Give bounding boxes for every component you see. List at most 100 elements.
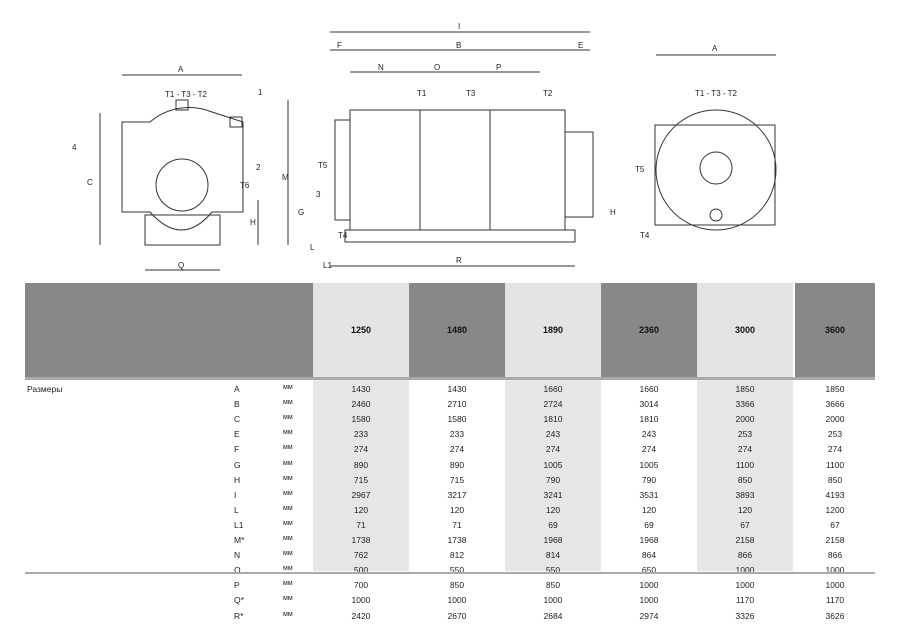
cell-value: 71 xyxy=(452,519,462,530)
cell-value: 1660 xyxy=(543,384,563,394)
svg-text:T1 - T3 - T2: T1 - T3 - T2 xyxy=(165,90,207,99)
cell-value: 274 xyxy=(641,444,657,455)
unit-label: мм xyxy=(283,399,293,407)
svg-text:A: A xyxy=(712,44,718,53)
svg-text:R: R xyxy=(456,256,462,265)
unit-label: мм xyxy=(283,519,293,527)
cell-value: 715 xyxy=(449,474,465,485)
cell-value: 550 xyxy=(545,565,561,576)
cell-value: 2158 xyxy=(735,535,755,545)
param-label: O xyxy=(234,565,241,576)
header-model: 1480 xyxy=(409,283,505,377)
cell-value: 71 xyxy=(356,519,366,530)
cell-value: 1000 xyxy=(825,565,845,576)
cell-value: 2158 xyxy=(825,535,845,545)
svg-text:T5: T5 xyxy=(318,161,328,170)
header-model: 3000 xyxy=(697,283,793,377)
unit-label: мм xyxy=(283,474,293,482)
cell-value: 2000 xyxy=(735,414,755,425)
cell-value: 2710 xyxy=(447,399,467,410)
cell-value: 1170 xyxy=(825,595,845,606)
cell-value: 850 xyxy=(827,474,843,485)
cell-value: 3626 xyxy=(825,610,845,621)
svg-text:H: H xyxy=(610,208,616,217)
cell-value: 1005 xyxy=(639,459,659,470)
cell-value: 500 xyxy=(353,565,369,576)
param-label: C xyxy=(234,414,241,425)
unit-label: мм xyxy=(283,550,293,558)
cell-value: 1000 xyxy=(735,565,755,576)
cell-value: 1100 xyxy=(825,459,845,470)
cell-value: 812 xyxy=(449,550,465,561)
svg-text:G: G xyxy=(298,208,304,217)
param-label: L1 xyxy=(234,519,244,530)
cell-value: 890 xyxy=(449,459,465,470)
cell-value: 120 xyxy=(353,504,369,515)
cell-value: 3366 xyxy=(735,399,755,410)
cell-value: 3217 xyxy=(447,489,467,500)
param-label: R* xyxy=(234,610,244,621)
cell-value: 700 xyxy=(353,580,369,591)
cell-value: 1000 xyxy=(735,580,755,591)
cell-value: 2967 xyxy=(351,489,371,500)
cell-value: 715 xyxy=(353,474,369,485)
param-label: I xyxy=(234,489,237,500)
cell-value: 650 xyxy=(641,565,657,576)
cell-value: 120 xyxy=(449,504,465,515)
cell-value: 3893 xyxy=(735,489,755,500)
svg-text:F: F xyxy=(337,41,342,50)
cell-value: 850 xyxy=(545,580,561,591)
cell-value: 3326 xyxy=(735,610,755,621)
svg-text:L1: L1 xyxy=(323,261,332,270)
svg-text:T4: T4 xyxy=(640,231,650,240)
cell-value: 1430 xyxy=(351,384,371,394)
cell-value: 67 xyxy=(830,519,840,530)
header-model: 2360 xyxy=(601,283,697,377)
svg-text:1: 1 xyxy=(258,88,263,97)
cell-value: 253 xyxy=(737,429,753,440)
cell-value: 274 xyxy=(449,444,465,455)
cell-value: 790 xyxy=(545,474,561,485)
svg-text:H: H xyxy=(250,218,256,227)
header-model: 3600 xyxy=(795,283,875,377)
svg-text:T2: T2 xyxy=(543,89,553,98)
front-view-drawing: A T1 - T3 - T2 T5 T4 xyxy=(635,44,777,240)
header-model: 1250 xyxy=(313,283,409,377)
cell-value: 69 xyxy=(644,519,654,530)
svg-text:T1: T1 xyxy=(417,89,427,98)
cell-value: 3531 xyxy=(639,489,659,500)
cell-value: 3241 xyxy=(543,489,563,500)
cell-value: 3666 xyxy=(825,399,845,410)
unit-label: мм xyxy=(283,384,293,391)
cell-value: 274 xyxy=(545,444,561,455)
cell-value: 762 xyxy=(353,550,369,561)
rear-view-drawing: A T1 - T3 - T2 1 4 2 T6 C H Q xyxy=(72,65,263,271)
unit-label: мм xyxy=(283,444,293,452)
cell-value: 243 xyxy=(641,429,657,440)
unit-label: мм xyxy=(283,489,293,497)
param-label: F xyxy=(234,444,240,455)
cell-value: 1968 xyxy=(639,535,659,545)
cell-value: 866 xyxy=(737,550,753,561)
cell-value: 1660 xyxy=(639,384,659,394)
cell-value: 866 xyxy=(827,550,843,561)
svg-text:T4: T4 xyxy=(338,231,348,240)
cell-value: 120 xyxy=(641,504,657,515)
cell-value: 850 xyxy=(449,580,465,591)
cell-value: 233 xyxy=(353,429,369,440)
cell-value: 4193 xyxy=(825,489,845,500)
cell-value: 1005 xyxy=(543,459,563,470)
svg-text:E: E xyxy=(578,41,583,50)
header-model: 1890 xyxy=(505,283,601,377)
cell-value: 890 xyxy=(353,459,369,470)
cell-value: 790 xyxy=(641,474,657,485)
param-label: N xyxy=(234,550,241,561)
label-A: A xyxy=(178,65,184,74)
